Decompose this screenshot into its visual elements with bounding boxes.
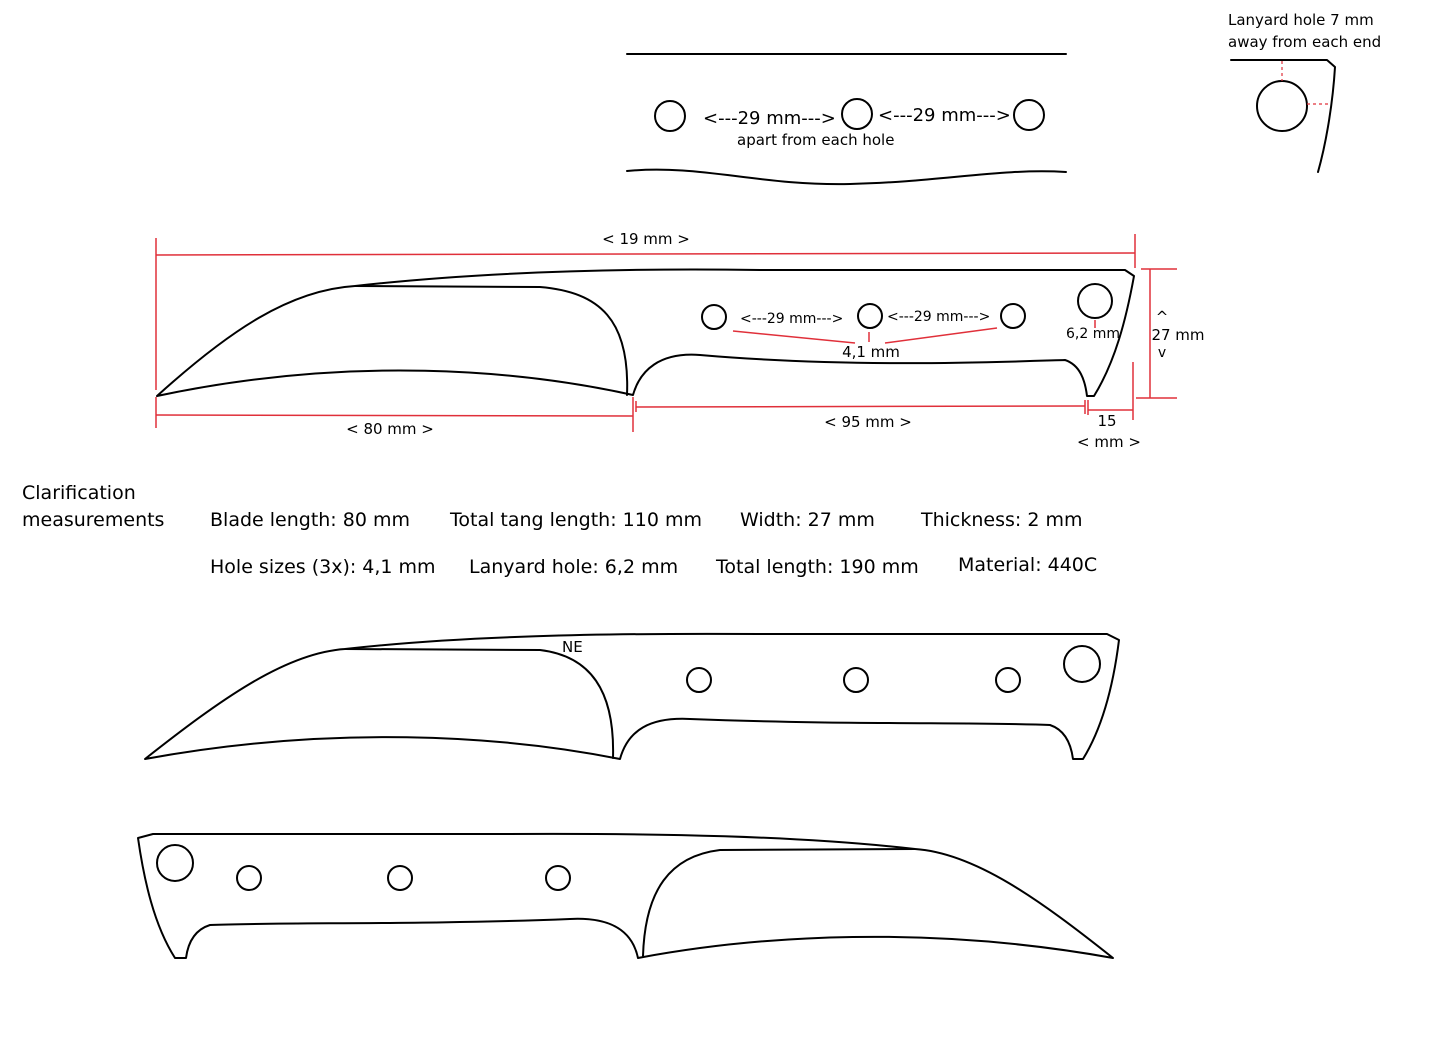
spec-lanyard-hole: Lanyard hole: 6,2 mm	[469, 556, 678, 578]
right-knife-hole-1	[686, 667, 712, 693]
strip-hole-1	[654, 100, 686, 132]
spec-material: Material: 440C	[958, 554, 1097, 576]
grind-line-dimensioned	[354, 285, 629, 396]
tang-length-label: < 95 mm >	[824, 413, 912, 431]
dim-lanyard-hole	[1077, 283, 1113, 319]
total-length-label: < 19 mm >	[602, 230, 690, 248]
knife-outline-dimensioned	[156, 268, 1135, 397]
hole-spacing-left-label: <---29 mm--->	[740, 311, 843, 327]
right-knife-hole-2	[843, 667, 869, 693]
hole-size-leader-right	[884, 327, 998, 344]
strip-spacing-left-label: <---29 mm--->	[703, 108, 836, 129]
grind-line-right	[344, 648, 615, 759]
clarification-measurements: Clarification measurements Blade length:…	[22, 482, 1097, 578]
dim-hole-3	[1000, 303, 1026, 329]
spec-blade-length: Blade length: 80 mm	[210, 509, 410, 531]
strip-hole-2	[841, 98, 873, 130]
dimensioned-knife: < 19 mm > ^ 27 mm v 6,2 mm <---29 mm--->…	[155, 230, 1205, 451]
hole-size-label: 4,1 mm	[842, 343, 900, 361]
blade-length-line	[155, 414, 634, 417]
lanyard-detail-outline	[1230, 59, 1336, 173]
clarification-title-line2: measurements	[22, 509, 164, 531]
lanyard-note-line1: Lanyard hole 7 mm	[1228, 11, 1374, 29]
lanyard-detail-hole	[1256, 80, 1308, 132]
spec-total-length: Total length: 190 mm	[715, 556, 919, 578]
left-knife-hole-3	[545, 865, 571, 891]
maker-mark: NE	[562, 638, 583, 656]
width-arrow-down: v	[1158, 345, 1166, 361]
lanyard-note-line2: away from each end	[1228, 33, 1381, 51]
knife-right-facing: NE	[144, 632, 1120, 760]
strip-hole-3	[1013, 99, 1045, 131]
spec-hole-sizes: Hole sizes (3x): 4,1 mm	[210, 556, 436, 578]
left-knife-hole-1	[236, 865, 262, 891]
width-label: 27 mm	[1151, 326, 1204, 344]
hole-size-leader-left	[732, 330, 856, 344]
lanyard-hole-detail: Lanyard hole 7 mm away from each end	[1228, 11, 1381, 173]
grind-line-left	[642, 848, 916, 957]
strip-bottom-edge	[626, 168, 1067, 186]
right-knife-lanyard-hole	[1063, 645, 1101, 683]
tang-length-line	[635, 405, 1086, 408]
knife-left-facing	[137, 832, 1114, 959]
end-offset-value: 15	[1097, 412, 1116, 430]
lanyard-size-label: 6,2 mm	[1066, 326, 1120, 342]
right-knife-hole-3	[995, 667, 1021, 693]
dim-hole-2	[857, 303, 883, 329]
dim-hole-1	[701, 304, 727, 330]
total-length-line	[155, 252, 1136, 256]
strip-spacing-note: apart from each hole	[737, 131, 894, 149]
blade-length-label: < 80 mm >	[346, 420, 434, 438]
hole-spacing-right-label: <---29 mm--->	[887, 309, 990, 325]
spec-tang-length: Total tang length: 110 mm	[449, 509, 702, 531]
width-arrow-up: ^	[1156, 308, 1169, 326]
strip-spacing-right-label: <---29 mm--->	[878, 105, 1011, 126]
knife-outline-left	[137, 832, 1114, 959]
spec-thickness: Thickness: 2 mm	[920, 509, 1083, 531]
end-offset-unit: < mm >	[1077, 433, 1141, 451]
spec-width: Width: 27 mm	[740, 509, 875, 531]
left-knife-hole-2	[387, 865, 413, 891]
left-knife-lanyard-hole	[156, 844, 194, 882]
clarification-title-line1: Clarification	[22, 482, 136, 504]
knife-outline-right	[144, 632, 1120, 760]
top-hole-spacing-detail: <---29 mm---> <---29 mm---> apart from e…	[626, 53, 1067, 186]
